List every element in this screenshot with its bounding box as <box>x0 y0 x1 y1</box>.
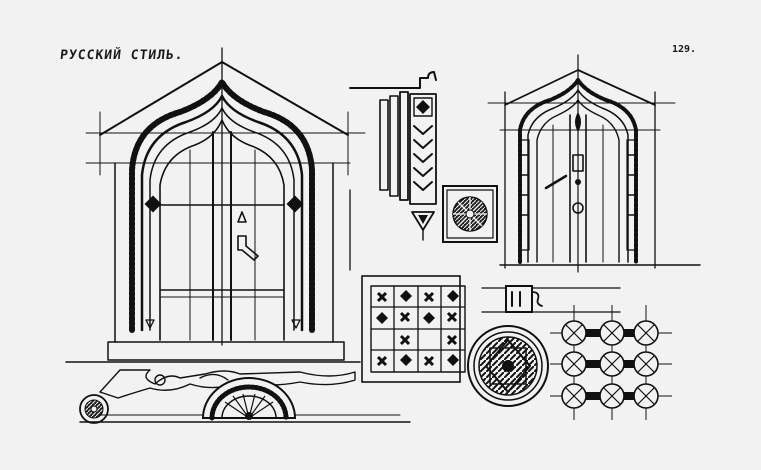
page-number: 129. <box>672 44 697 55</box>
lattice-window <box>361 275 466 383</box>
cornice-profile <box>349 71 437 271</box>
half-rosette <box>201 377 297 421</box>
large-portal-elevation <box>65 47 366 363</box>
square-rosette-panel <box>442 185 498 243</box>
pilaster-ornament <box>379 91 437 241</box>
column-plan-grid <box>550 305 672 420</box>
small-rosette <box>79 394 109 424</box>
round-window <box>467 325 549 407</box>
bracket-detail <box>481 285 621 313</box>
small-portal-elevation <box>487 54 701 273</box>
